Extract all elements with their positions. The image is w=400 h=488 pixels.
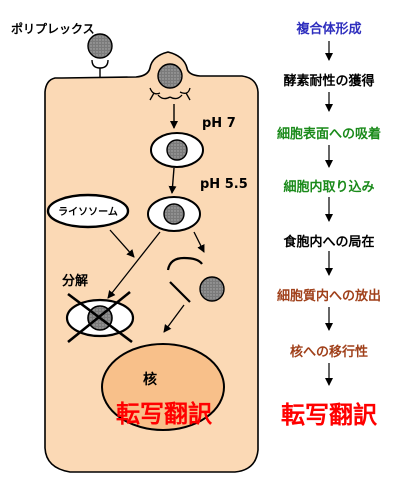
ph7-label: pH 7 <box>202 116 236 131</box>
step-cellular-uptake: 細胞内取り込み <box>258 176 400 195</box>
step-endosome-localization: 食胞内への局在 <box>258 231 400 250</box>
nucleus-label: 核 <box>143 369 157 389</box>
internalizing-particle <box>158 64 182 88</box>
step-complex-formation: 複合体形成 <box>258 18 400 37</box>
lysosome-label: ライソソーム <box>55 203 121 218</box>
degradation-label: 分解 <box>62 270 88 289</box>
polyplex-label: ポリプレックス <box>11 20 95 37</box>
released-particle <box>200 277 224 301</box>
step-enzyme-resistance: 酵素耐性の獲得 <box>258 70 400 89</box>
ph55-label: pH 5.5 <box>200 177 248 192</box>
polyplex-particle <box>88 34 112 58</box>
step-nuclear-transport: 核への移行性 <box>258 341 400 360</box>
nucleus-process-label: 転写翻訳 <box>104 394 224 429</box>
step-surface-adsorption: 細胞表面への吸着 <box>258 123 400 142</box>
step-cytoplasm-release: 細胞質内への放出 <box>258 285 400 304</box>
step-transcription-translation: 転写翻訳 <box>258 395 400 430</box>
receptor-icon <box>92 60 108 78</box>
